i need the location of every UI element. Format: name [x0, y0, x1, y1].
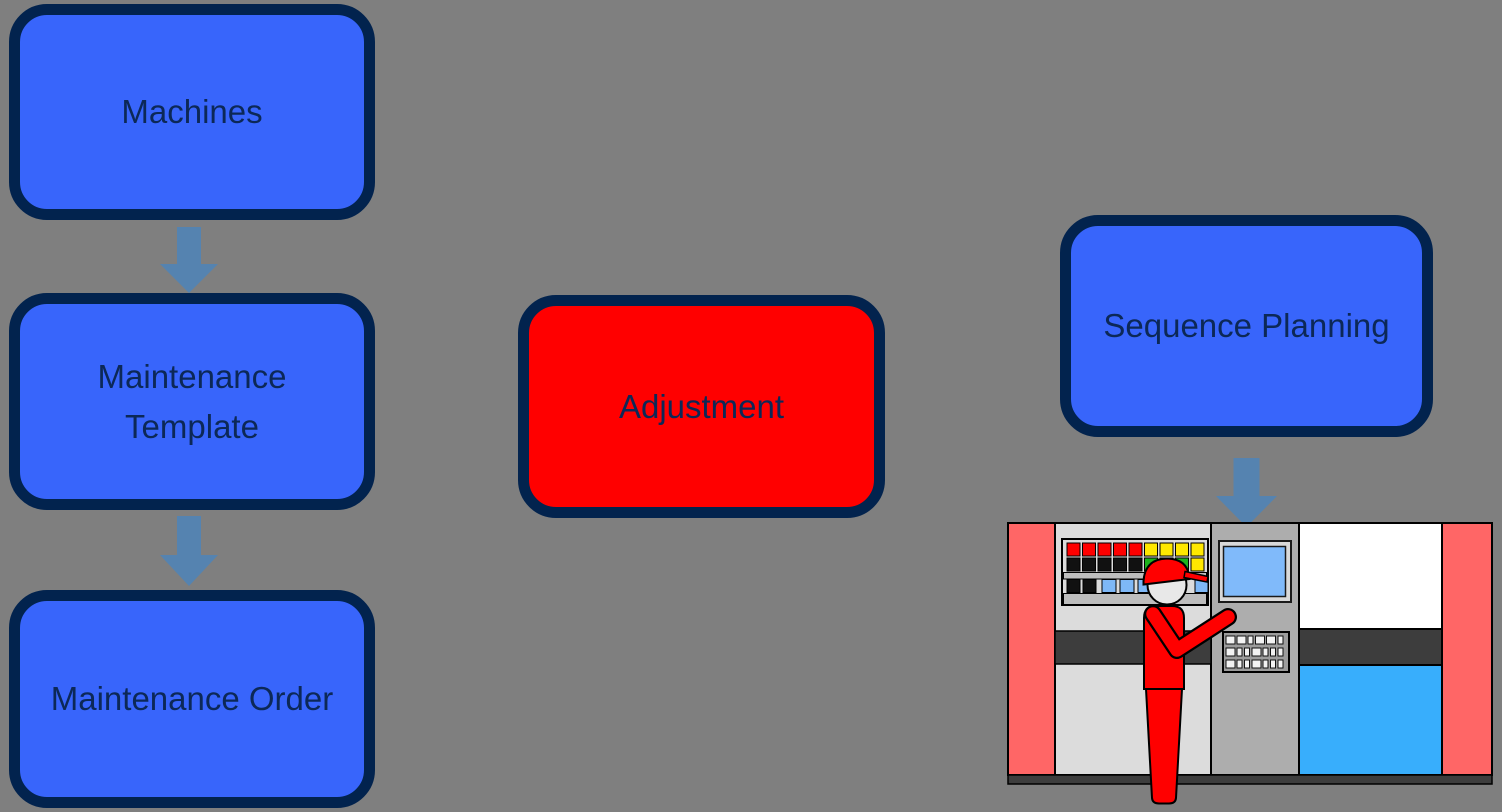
node-maintenance-order: Maintenance Order [9, 590, 375, 808]
down-arrow-icon [1216, 458, 1277, 527]
keyboard-keys [1225, 635, 1284, 669]
node-maintenance-template: Maintenance Template [9, 293, 375, 510]
cnc-machine-operator-illustration [1007, 522, 1493, 805]
node-machines: Machines [9, 4, 375, 220]
node-maintenance-template-label: Maintenance Template [97, 358, 287, 445]
down-arrow-icon [160, 227, 218, 293]
monitor [1218, 540, 1292, 603]
arrow-machines-to-template [160, 227, 218, 293]
machine-window [1298, 522, 1443, 630]
node-maintenance-order-label: Maintenance Order [50, 680, 334, 718]
operator-arm [1146, 607, 1235, 657]
monitor-screen [1222, 545, 1287, 598]
operator-cap-brim [1183, 570, 1209, 583]
machine-right-salmon-panel [1441, 522, 1493, 776]
machine-right-dark-band [1298, 628, 1443, 666]
node-sequence-planning: Sequence Planning [1060, 215, 1433, 437]
machine-left-salmon-panel [1007, 522, 1056, 776]
operator-figure [1142, 557, 1237, 805]
node-sequence-planning-label: Sequence Planning [1103, 307, 1390, 345]
keyboard [1222, 631, 1290, 673]
panel-buttons-row1 [1066, 542, 1205, 557]
machine-base-bar [1007, 774, 1493, 785]
operator-legs [1144, 688, 1184, 805]
arrow-template-to-order [160, 516, 218, 586]
arrow-planning-to-machine [1216, 458, 1277, 527]
down-arrow-icon [160, 516, 218, 586]
node-adjustment: Adjustment [518, 295, 885, 518]
node-machines-label: Machines [121, 93, 263, 131]
machine-door-blue [1298, 664, 1443, 776]
node-adjustment-label: Adjustment [618, 387, 785, 425]
